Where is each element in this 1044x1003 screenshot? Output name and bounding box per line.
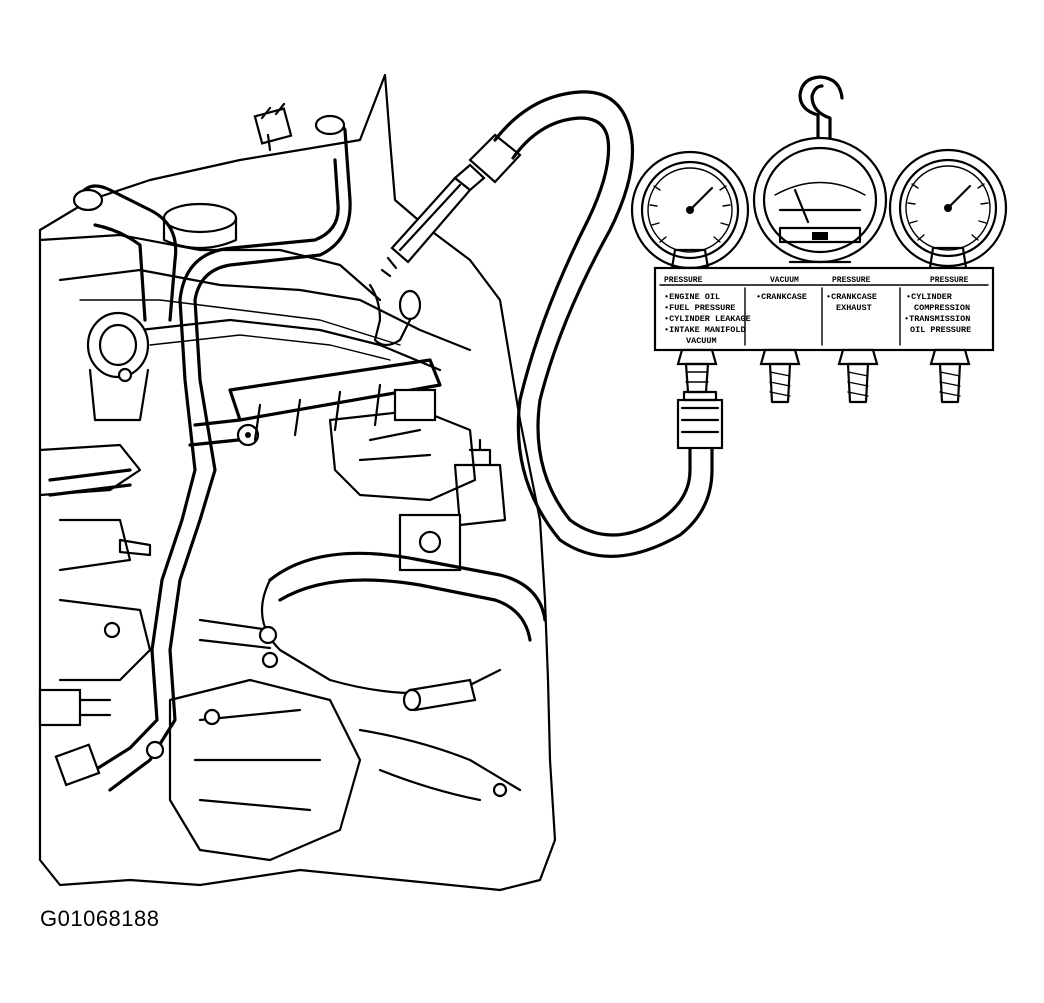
panel-col3-line2: EXHAUST — [836, 303, 872, 313]
panel-col4-line4: OIL PRESSURE — [910, 325, 971, 335]
panel-col1-line5: VACUUM — [686, 336, 717, 346]
gauge-supply-hose — [493, 90, 714, 558]
gauge-set: PRESSURE VACUUM PRESSURE PRESSURE •ENGIN… — [630, 75, 1008, 404]
panel-col1-line1: •ENGINE OIL — [664, 292, 720, 302]
panel-fittings — [676, 348, 971, 404]
panel-col4-line2: COMPRESSION — [914, 303, 970, 313]
panel-col1-line2: •FUEL PRESSURE — [664, 303, 735, 313]
figure-id-label: G01068188 — [40, 906, 160, 931]
test-adapter — [380, 133, 522, 278]
panel-col2-heading: VACUUM — [770, 276, 799, 285]
hose-fitting — [676, 390, 724, 450]
left-pressure-gauge — [630, 150, 750, 270]
panel-col3-line1: •CRANKCASE — [826, 292, 877, 302]
panel-col3-heading: PRESSURE — [832, 276, 871, 285]
panel-col4-line3: •TRANSMISSION — [904, 314, 970, 324]
panel-col1-heading: PRESSURE — [664, 276, 703, 285]
center-vacuum-gauge — [752, 136, 888, 264]
panel-col4-line1: •CYLINDER — [906, 292, 953, 302]
panel-col1-line4: •INTAKE MANIFOLD — [664, 325, 746, 335]
engine-assembly — [38, 73, 557, 892]
panel-col2-line1: •CRANKCASE — [756, 292, 807, 302]
right-pressure-gauge — [888, 148, 1008, 270]
panel-col1-line3: •CYLINDER LEAKAGE — [664, 314, 751, 324]
panel-col4-heading: PRESSURE — [930, 276, 969, 285]
